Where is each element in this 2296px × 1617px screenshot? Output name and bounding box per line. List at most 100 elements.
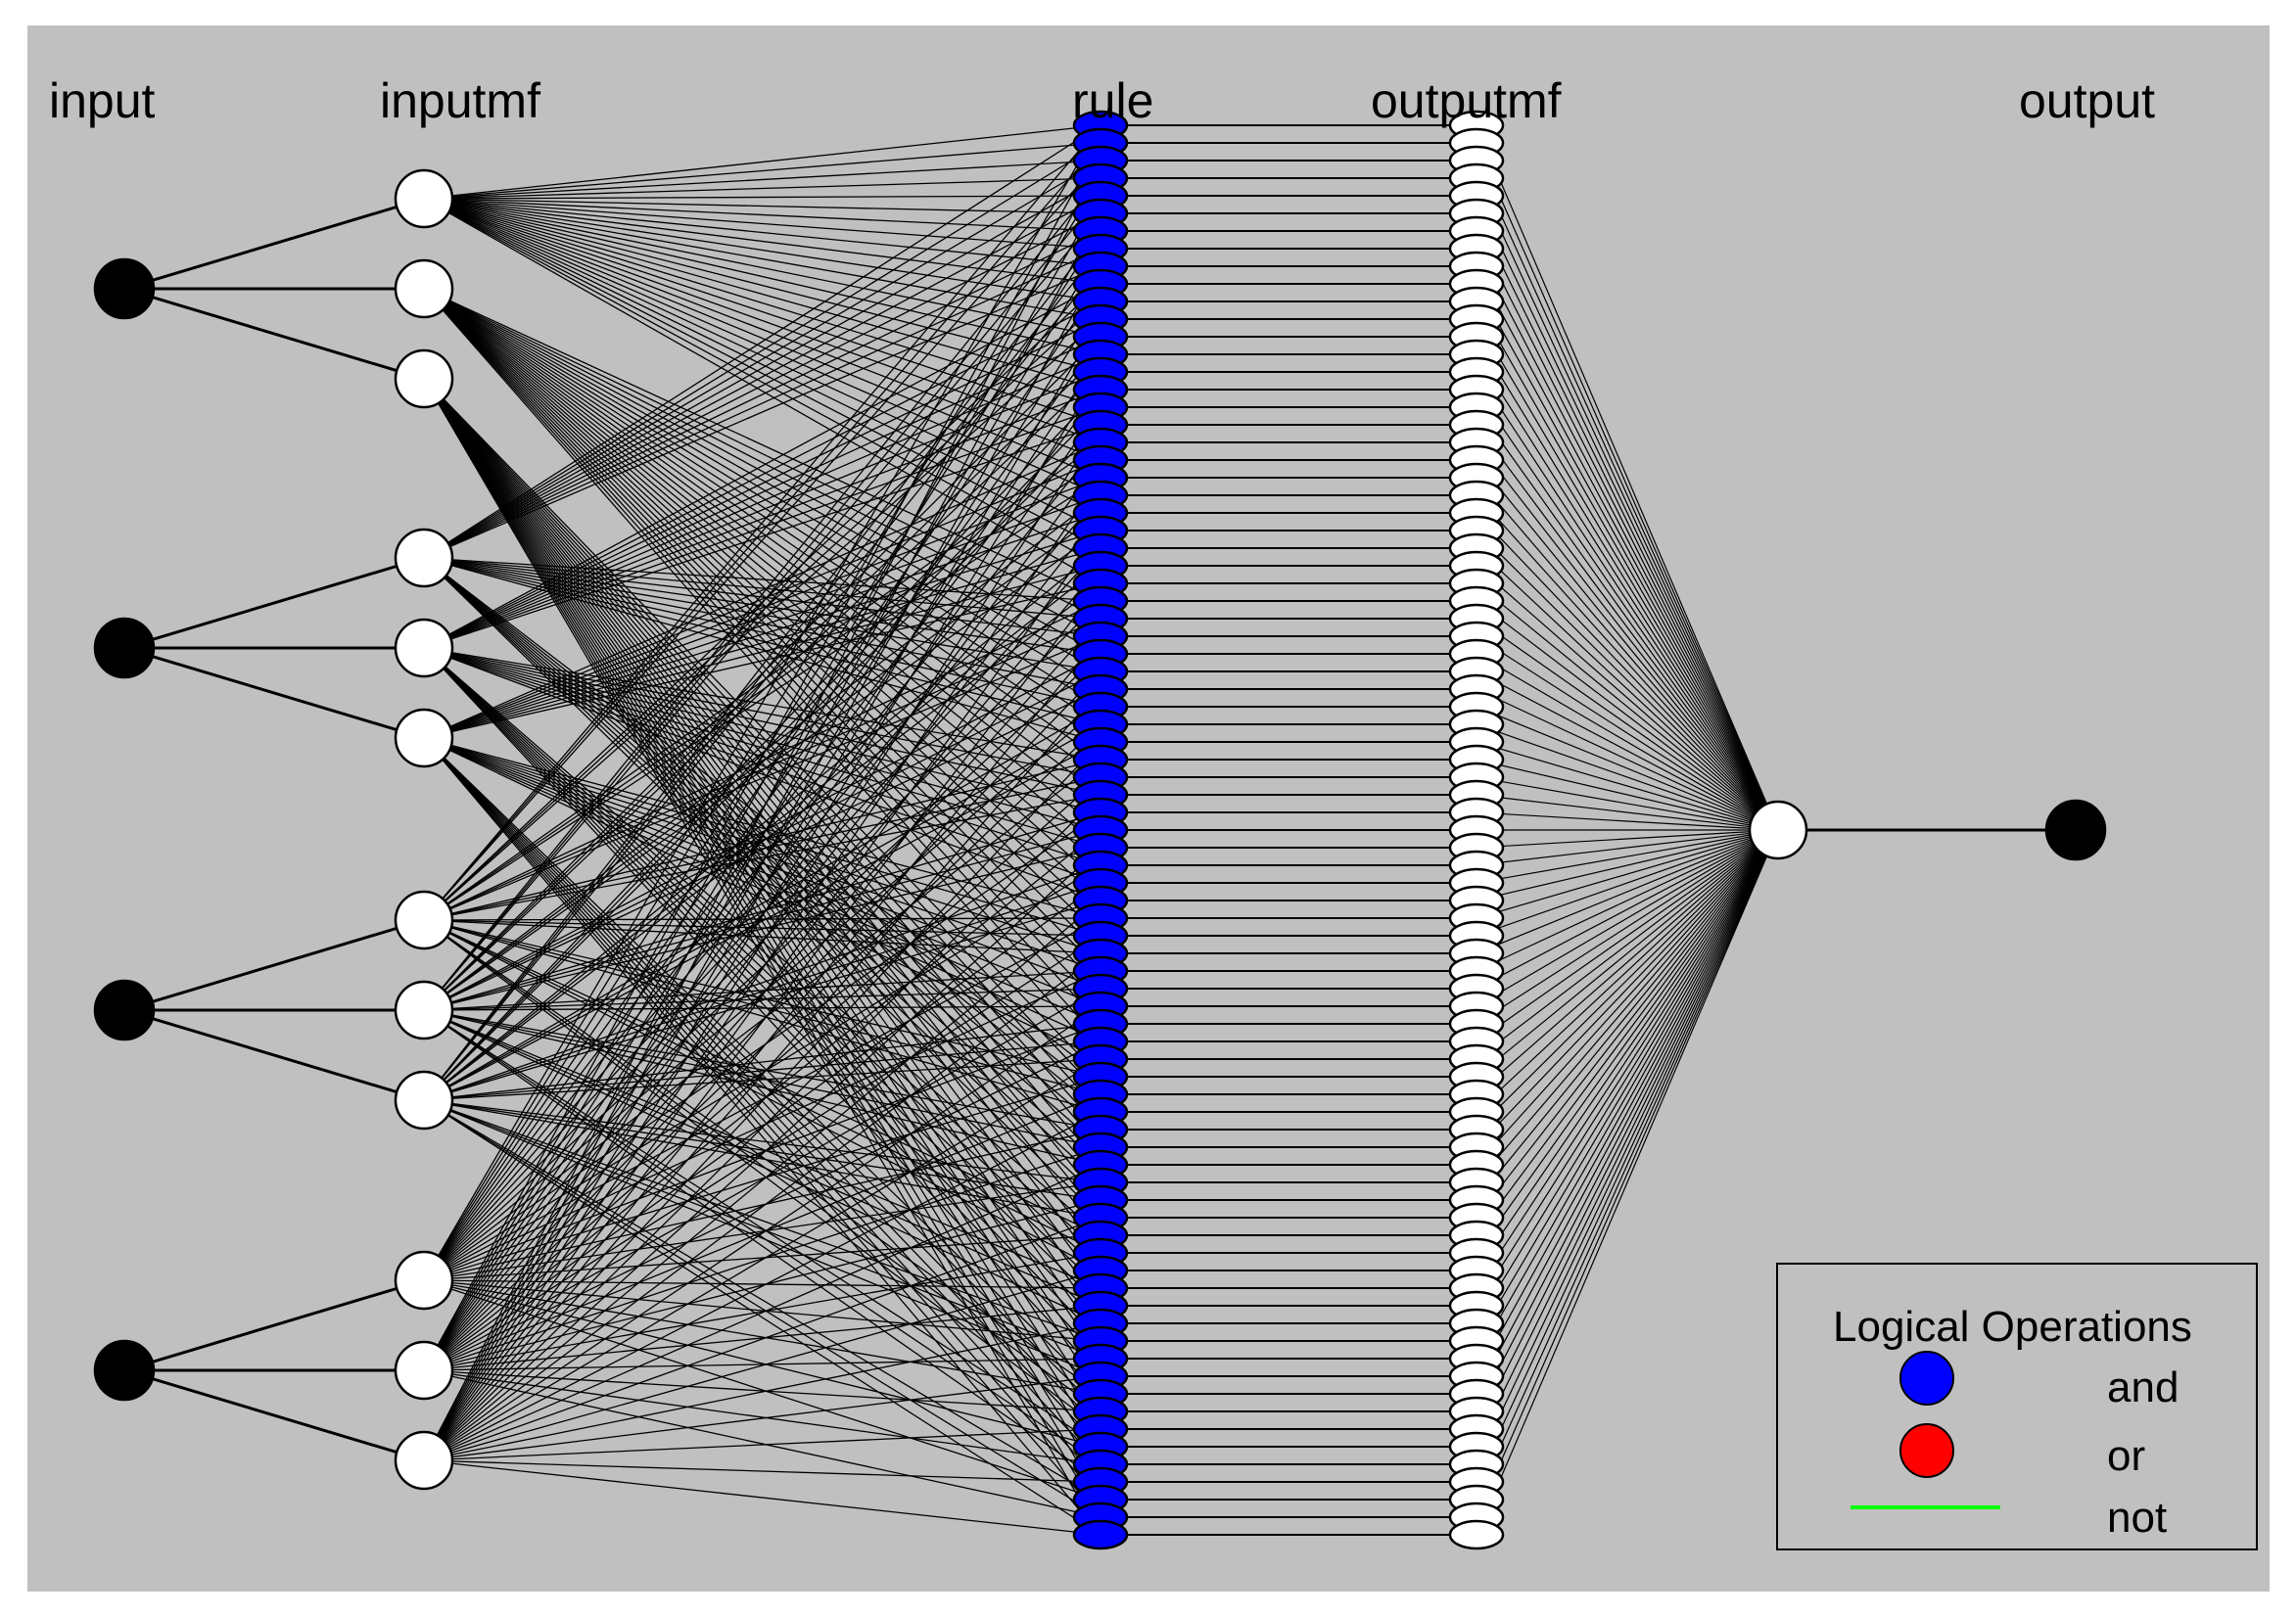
connection-line [423, 288, 1101, 884]
connection-line [423, 288, 1101, 637]
connection-line [423, 919, 1101, 954]
input-node [93, 1339, 156, 1402]
connection-line [423, 1058, 1101, 1461]
layer-label-output: output [2019, 73, 2155, 128]
connection-line [1476, 776, 1779, 831]
connection-line [423, 1279, 1101, 1289]
connection-line [1476, 829, 1779, 1183]
connection-line [423, 952, 1101, 1461]
connection-line [423, 288, 1101, 1025]
connection-line [423, 389, 1101, 649]
connection-line [423, 378, 1101, 1148]
connection-line [423, 919, 1101, 1095]
connection-line [423, 198, 1101, 514]
connection-line [423, 829, 1101, 1011]
connection-line [423, 1234, 1101, 1281]
connection-line [423, 378, 1101, 1483]
connection-line [1476, 829, 1779, 1465]
connection-line [423, 1023, 1101, 1101]
connection-line [423, 1375, 1101, 1461]
connection-line [1476, 829, 1779, 1360]
connection-line [423, 288, 1101, 972]
connection-line [1476, 829, 1779, 1254]
connection-line [423, 582, 1101, 1461]
connection-line [423, 919, 1101, 1236]
connection-line [1476, 829, 1779, 1219]
connection-line [423, 847, 1101, 1011]
connection-line [423, 1009, 1101, 1465]
connection-line [1476, 318, 1779, 831]
connection-line [1476, 353, 1779, 831]
connection-line [423, 557, 1101, 690]
connection-line [423, 647, 1101, 866]
connection-line [423, 198, 1101, 285]
connection-line [1476, 459, 1779, 831]
connection-line [1476, 794, 1779, 831]
legend-and-symbol [1899, 1351, 1954, 1406]
connection-line [423, 737, 1101, 937]
connection-line [1476, 829, 1779, 1395]
connection-line [423, 530, 1101, 1011]
connection-line [1476, 829, 1779, 919]
connection-line [1476, 565, 1779, 831]
connection-line [1476, 283, 1779, 831]
input-mf-node [394, 348, 454, 409]
connection-line [423, 900, 1101, 1101]
connection-line [423, 829, 1101, 1371]
connection-line [423, 300, 1101, 921]
connection-line [423, 198, 1101, 443]
connection-line [423, 288, 1101, 831]
connection-line [1476, 477, 1779, 831]
connection-line [423, 919, 1101, 1412]
connection-line [423, 1040, 1101, 1371]
connection-line [423, 378, 1101, 1183]
connection-line [423, 198, 1101, 267]
connection-line [423, 288, 1101, 690]
connection-line [423, 288, 1101, 655]
connection-line [423, 371, 1101, 649]
connection-line [423, 124, 1101, 921]
connection-line [1476, 829, 1779, 1271]
connection-line [423, 1111, 1101, 1461]
connection-line [1476, 829, 1779, 1025]
connection-line [1476, 811, 1779, 831]
connection-line [423, 378, 1101, 1324]
connection-line [1476, 723, 1779, 831]
connection-line [1476, 829, 1779, 1201]
input-node [93, 979, 156, 1041]
connection-line [423, 198, 1101, 320]
connection-line [423, 1009, 1101, 1131]
connection-line [1476, 530, 1779, 831]
connection-line [423, 477, 1101, 921]
connection-line [423, 378, 1101, 1465]
connection-line [1476, 512, 1779, 831]
connection-line [423, 160, 1101, 559]
connection-line [423, 530, 1101, 1461]
connection-line [423, 378, 1101, 1448]
connection-line [423, 670, 1101, 1371]
connection-line [423, 847, 1101, 1461]
legend-title: Logical Operations [1833, 1303, 2192, 1351]
input-mf-node [394, 258, 454, 319]
input-mf-node [394, 1070, 454, 1131]
connection-line [423, 288, 1101, 672]
connection-line [423, 1369, 1101, 1412]
input-mf-node [394, 1250, 454, 1311]
connection-line [423, 195, 1101, 200]
connection-line [423, 1009, 1101, 1483]
connection-line [423, 670, 1101, 1011]
connection-line [423, 737, 1101, 1536]
connection-line [1476, 829, 1779, 901]
connection-line [423, 1146, 1101, 1371]
output-aggregation-node [1748, 800, 1808, 860]
connection-line [423, 124, 1101, 559]
connection-line [423, 378, 1101, 1095]
connection-line [1476, 230, 1779, 831]
connection-line [423, 737, 1101, 1518]
connection-line [423, 288, 1101, 602]
input-mf-node [394, 528, 454, 588]
connection-line [423, 1129, 1101, 1281]
connection-line [423, 378, 1101, 1236]
connection-line [423, 688, 1101, 1011]
connection-line [423, 177, 1101, 200]
